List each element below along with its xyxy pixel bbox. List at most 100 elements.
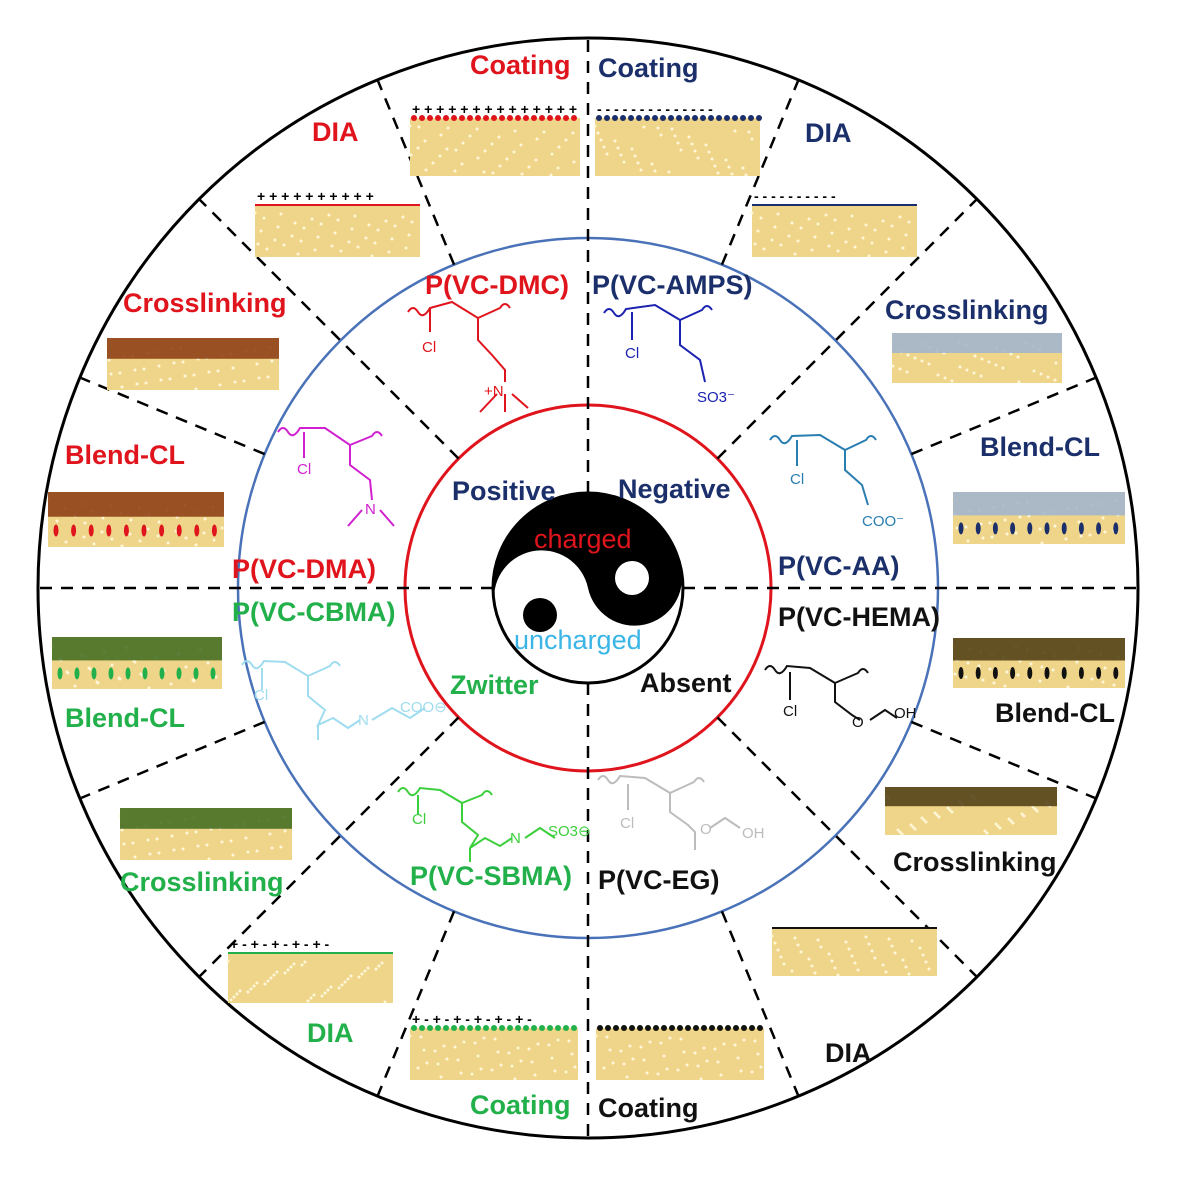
pore-dot — [55, 519, 59, 523]
pore-dot — [922, 818, 926, 822]
pore-dot — [270, 846, 274, 850]
pore-dot — [913, 356, 917, 360]
pore-dot — [656, 1072, 660, 1076]
pore-dot — [724, 158, 728, 162]
pore-dot — [1018, 515, 1022, 519]
pore-dot — [994, 822, 998, 826]
pore-dot — [890, 224, 894, 228]
polymer-dmc: P(VC-DMC) — [425, 270, 569, 300]
coating-bead — [612, 115, 618, 121]
pore-dot — [898, 215, 902, 219]
coating-bead — [419, 115, 425, 121]
pore-dot — [893, 951, 897, 955]
polymer-amps: P(VC-AMPS) — [592, 270, 753, 300]
pore-dot — [425, 1061, 429, 1065]
pore-dot — [864, 223, 868, 227]
pore-dot — [286, 968, 290, 972]
pore-dot — [374, 967, 378, 971]
coating-bead — [637, 1025, 643, 1031]
coating-bead — [491, 1025, 497, 1031]
pore-dot — [594, 1034, 598, 1038]
pore-dot — [873, 228, 877, 232]
pore-dot — [326, 988, 330, 992]
pore-dot — [1112, 683, 1116, 687]
pore-dot — [323, 991, 327, 995]
pore-dot — [750, 211, 754, 215]
pore-dot — [422, 1048, 426, 1052]
pore-dot — [255, 981, 259, 985]
pore-dot — [867, 942, 871, 946]
pore-dot — [605, 152, 609, 156]
pore-dot — [870, 241, 874, 245]
pore-dot — [454, 148, 458, 152]
blend-domain — [992, 667, 998, 679]
pore-dot — [602, 145, 606, 149]
polymer-aa: P(VC-AA) — [778, 551, 900, 581]
coating-bead — [459, 115, 465, 121]
pore-dot — [992, 681, 996, 685]
pore-dot — [407, 233, 411, 237]
pore-dot — [642, 125, 646, 129]
surface-charge-signs: + - + - + - + - + - + - — [412, 1011, 532, 1027]
pore-dot — [96, 681, 100, 685]
pore-dot — [269, 976, 273, 980]
pore-dot — [906, 353, 910, 357]
pore-dot — [861, 236, 865, 240]
pore-dot — [64, 540, 68, 544]
pore-dot — [935, 813, 939, 817]
pore-dot — [265, 247, 269, 251]
pore-dot — [1016, 673, 1020, 677]
pore-dot — [147, 686, 151, 690]
method-positive-blend: Blend-CL — [65, 440, 185, 470]
pore-dot — [82, 535, 86, 539]
coating-bead — [491, 115, 497, 121]
pore-dot — [1039, 372, 1043, 376]
coating-bead — [563, 115, 569, 121]
coating-bead — [531, 1025, 537, 1031]
pore-dot — [142, 367, 146, 371]
pore-dot — [836, 249, 840, 253]
pore-dot — [920, 816, 924, 820]
pore-dot — [266, 375, 270, 379]
pore-dot — [519, 1059, 523, 1063]
sbma-cl: Cl — [412, 811, 426, 828]
pore-dot — [262, 216, 266, 220]
method-zwitter-coating: Coating — [470, 1090, 571, 1120]
pore-dot — [1090, 677, 1094, 681]
pore-dot — [816, 938, 820, 942]
pore-dot — [194, 543, 198, 547]
coating-bead — [475, 1025, 481, 1031]
membrane-absent-blend — [951, 638, 1125, 689]
pore-dot — [482, 1036, 486, 1040]
coating-bead — [467, 115, 473, 121]
pore-dot — [259, 229, 263, 233]
coating-bead — [724, 115, 730, 121]
pore-dot — [884, 970, 888, 974]
pore-dot — [120, 544, 124, 548]
pore-dot — [527, 165, 531, 169]
pore-dot — [535, 137, 539, 141]
pore-dot — [419, 1035, 423, 1039]
pore-dot — [431, 161, 435, 165]
pore-dot — [927, 967, 931, 971]
pore-dot — [733, 1043, 737, 1047]
uncharged-label: uncharged — [514, 625, 642, 655]
pore-dot — [1011, 821, 1015, 825]
pore-dot — [459, 1071, 463, 1075]
pore-dot — [847, 947, 851, 951]
membrane-absent-coating — [594, 1025, 764, 1081]
pore-dot — [1005, 670, 1009, 674]
pore-dot — [168, 377, 172, 381]
pore-dot — [873, 956, 877, 960]
pore-dot — [181, 847, 185, 851]
coating-bead — [467, 1025, 473, 1031]
divider-line — [79, 720, 266, 800]
pore-dot — [408, 124, 412, 128]
surface-charge-signs: - - - - - - - - - - - - - - — [597, 101, 713, 117]
pore-dot — [593, 124, 597, 128]
blend-domain — [91, 667, 97, 680]
cbma-cl: Cl — [254, 687, 268, 704]
coating-bead — [443, 115, 449, 121]
pore-dot — [1009, 819, 1013, 823]
blend-domain — [74, 667, 80, 680]
